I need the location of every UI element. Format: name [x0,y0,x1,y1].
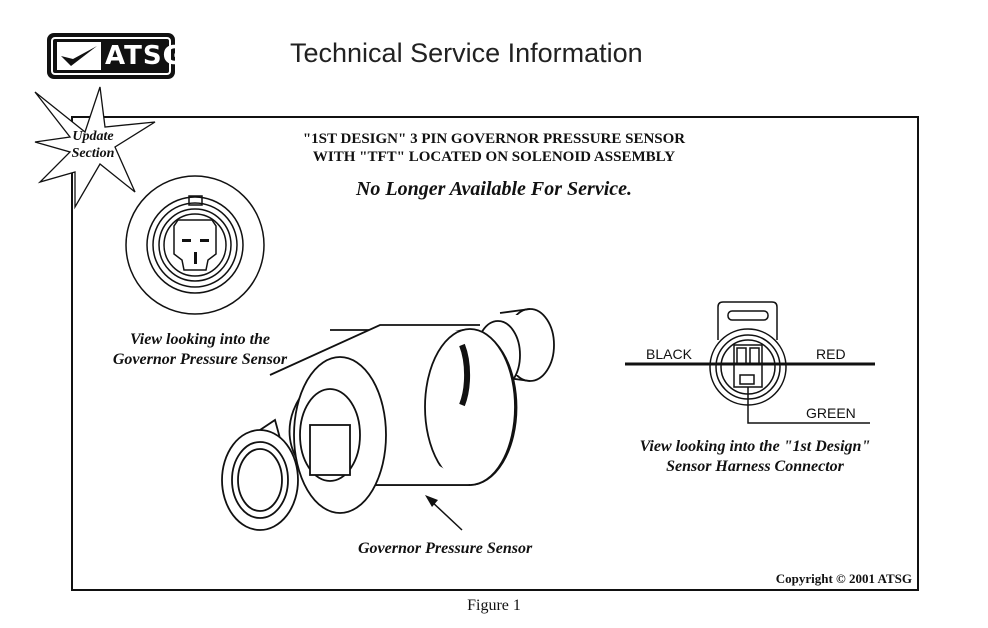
wire-label-green: GREEN [806,405,856,421]
figure-frame [71,116,919,591]
caption-line: Sensor Harness Connector [666,458,844,475]
heading-subtitle: No Longer Available For Service. [355,178,633,200]
harness-connector-diagram [625,301,875,424]
figure-caption: Figure 1 [467,597,521,614]
atsg-logo: ATSG [47,33,184,79]
badge-line2: Section [71,146,115,161]
copyright: Copyright © 2001 ATSG [775,571,912,586]
page-title: Technical Service Information [290,38,643,68]
caption-line: View looking into the "1st Design" [639,438,871,455]
sensor-view-caption: View looking into the Governor Pressure … [80,330,320,370]
wire-label-red: RED [816,346,846,362]
badge-line1: Update [72,129,114,144]
checkmark-icon [57,42,101,70]
sensor-label: Governor Pressure Sensor [358,540,533,557]
update-starburst-icon [34,86,156,210]
governor-pressure-sensor-drawing [221,308,555,531]
caption-line: Governor Pressure Sensor [112,351,288,368]
sensor-face-diagram [125,175,265,315]
heading-line1: "1ST DESIGN" 3 PIN GOVERNOR PRESSURE SEN… [302,131,686,147]
wire-label-black: BLACK [646,346,692,362]
heading-line2: WITH "TFT" LOCATED ON SOLENOID ASSEMBLY [312,149,676,165]
harness-view-caption: View looking into the "1st Design" Senso… [590,437,920,477]
update-section-badge: Update Section [58,128,128,162]
caption-line: View looking into the [129,331,271,348]
